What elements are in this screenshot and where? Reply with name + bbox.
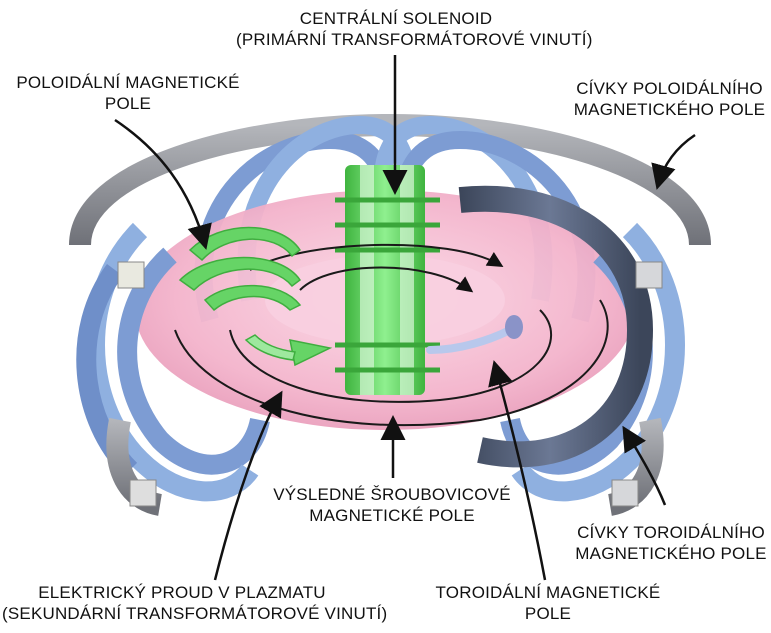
label-plasma-current-line1: ELEKTRICKÝ PROUD V PLAZMATU (2, 582, 362, 603)
label-plasma-current-line2: (SEKUNDÁRNÍ TRANSFORMÁTOROVÉ VINUTÍ) (2, 603, 362, 624)
label-helical-field-line1: VÝSLEDNÉ ŠROUBOVICOVÉ (272, 484, 512, 505)
label-poloidal-coils-line2: MAGNETICKÉHO POLE (572, 99, 767, 120)
label-toroidal-coils: CÍVKY TOROIDÁLNÍHO MAGNETICKÉHO POLE (575, 522, 767, 564)
label-helical-field: VÝSLEDNÉ ŠROUBOVICOVÉ MAGNETICKÉ POLE (272, 484, 512, 526)
label-plasma-current: ELEKTRICKÝ PROUD V PLAZMATU (SEKUNDÁRNÍ … (2, 582, 362, 624)
label-poloidal-field-line2: POLE (8, 93, 248, 114)
coil-end-right (636, 262, 662, 288)
label-toroidal-field: TOROIDÁLNÍ MAGNETICKÉ POLE (428, 582, 668, 624)
label-poloidal-field: POLOIDÁLNÍ MAGNETICKÉ POLE (8, 72, 248, 114)
label-poloidal-field-line1: POLOIDÁLNÍ MAGNETICKÉ (8, 72, 248, 93)
coil-end-lower-right (612, 480, 638, 506)
coil-end-left (118, 262, 144, 288)
label-central-solenoid-line2: (PRIMÁRNÍ TRANSFORMÁTOROVÉ VINUTÍ) (236, 29, 556, 50)
coil-end-lower-left (130, 480, 156, 506)
label-poloidal-coils-line1: CÍVKY POLOIDÁLNÍHO (572, 78, 767, 99)
central-solenoid (335, 165, 440, 395)
label-toroidal-field-line1: TOROIDÁLNÍ MAGNETICKÉ (428, 582, 668, 603)
label-toroidal-coils-line2: MAGNETICKÉHO POLE (575, 543, 767, 564)
label-helical-field-line2: MAGNETICKÉ POLE (272, 505, 512, 526)
label-central-solenoid-line1: CENTRÁLNÍ SOLENOID (236, 8, 556, 29)
label-toroidal-coils-line1: CÍVKY TOROIDÁLNÍHO (575, 522, 767, 543)
label-toroidal-field-line2: POLE (428, 603, 668, 624)
label-poloidal-coils: CÍVKY POLOIDÁLNÍHO MAGNETICKÉHO POLE (572, 78, 767, 120)
label-central-solenoid: CENTRÁLNÍ SOLENOID (PRIMÁRNÍ TRANSFORMÁT… (236, 8, 556, 50)
